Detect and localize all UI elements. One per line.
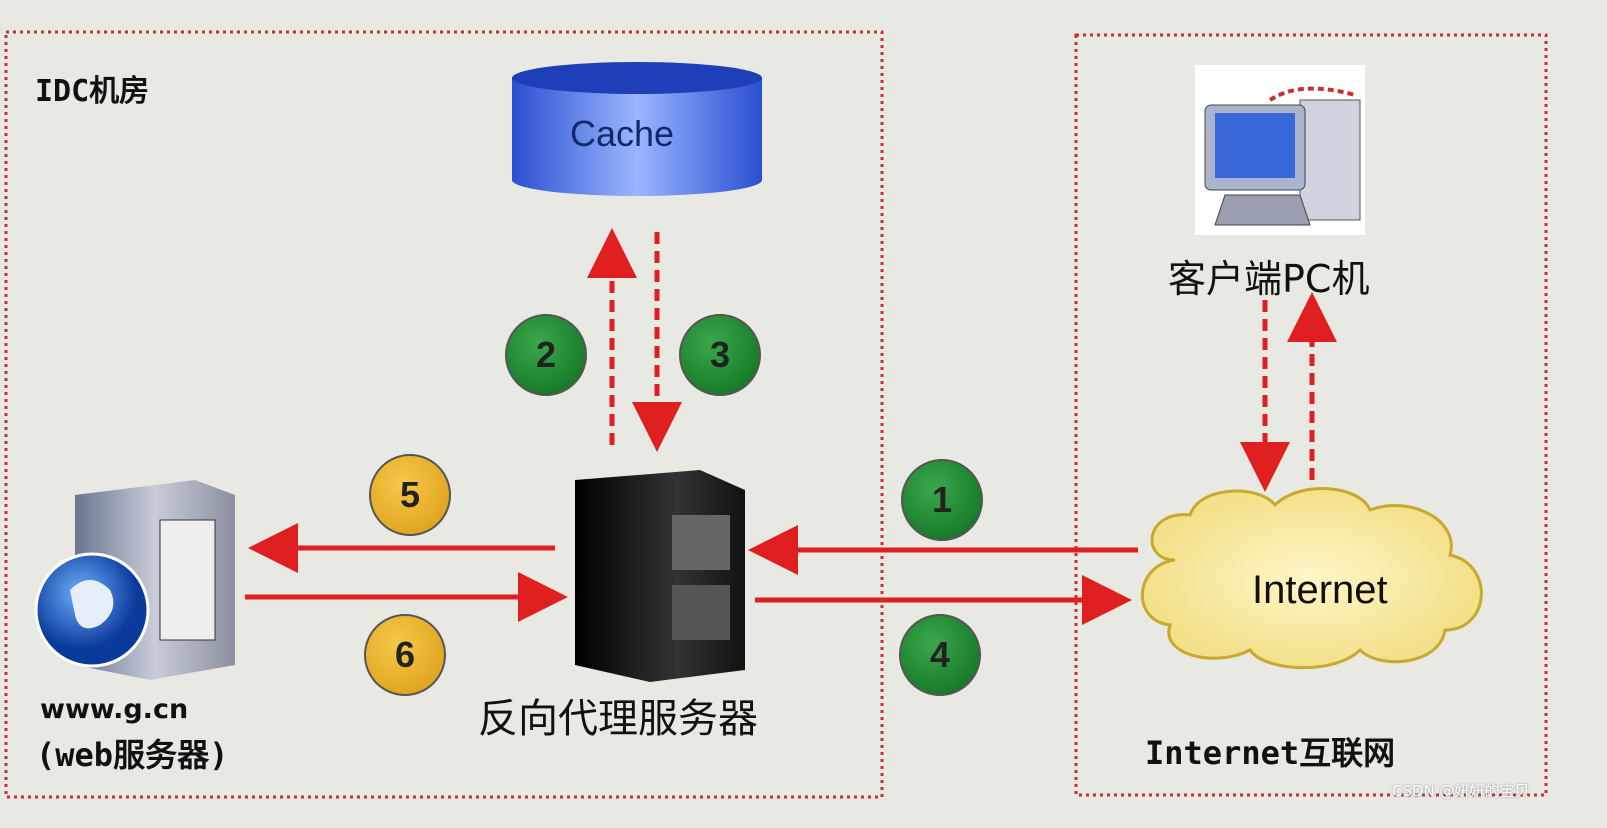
web-server-icon bbox=[34, 480, 235, 680]
step-badge-4: 4 bbox=[899, 614, 981, 696]
flow-arrows bbox=[245, 228, 1337, 625]
web-host-label: www.g.cn bbox=[40, 694, 189, 725]
proxy-server-icon bbox=[575, 470, 745, 682]
client-label: 客户端PC机 bbox=[1168, 257, 1370, 301]
idc-region-border bbox=[4, 30, 884, 799]
step-badge-2: 2 bbox=[505, 314, 587, 396]
cache-cylinder-icon bbox=[512, 62, 762, 196]
step-badge-5: 5 bbox=[369, 454, 451, 536]
proxy-label: 反向代理服务器 bbox=[478, 696, 758, 742]
watermark: CSDN @妍妍的宝贝 bbox=[1392, 782, 1530, 800]
internet-cloud-icon bbox=[1141, 487, 1483, 670]
internet-region-label: Internet互联网 bbox=[1145, 734, 1396, 772]
internet-region-border bbox=[1074, 33, 1548, 797]
idc-region-label: IDC机房 bbox=[35, 74, 150, 109]
web-role-label: (web服务器) bbox=[36, 736, 229, 774]
internet-cloud-label: Internet bbox=[1252, 568, 1388, 612]
cache-label: Cache bbox=[570, 113, 675, 154]
step-badge-3: 3 bbox=[679, 314, 761, 396]
step-badge-1: 1 bbox=[901, 459, 983, 541]
client-pc-icon bbox=[1195, 65, 1365, 235]
step-badge-6: 6 bbox=[364, 614, 446, 696]
